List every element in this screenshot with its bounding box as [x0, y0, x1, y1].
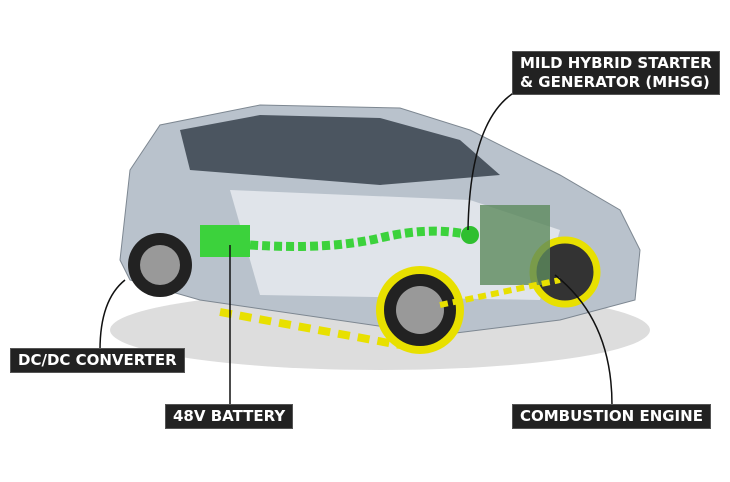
battery-block: [200, 225, 250, 257]
energy-flow-arrows: [249, 226, 471, 251]
dcdc-converter-label: DC/DC CONVERTER: [10, 348, 185, 373]
car-windows: [180, 115, 500, 185]
mhsg-unit: [461, 226, 479, 244]
mhsg-label: MILD HYBRID STARTER & GENERATOR (MHSG): [512, 51, 720, 95]
engine: [480, 205, 550, 285]
transparent-body: [230, 190, 560, 300]
callout-lines: [99, 91, 613, 406]
combustion-engine-label: COMBUSTION ENGINE: [512, 404, 711, 429]
mechanical-flow-arrows: [219, 308, 401, 349]
battery-label: 48V BATTERY: [165, 404, 294, 429]
mhsg-label-line1: MILD HYBRID STARTER: [520, 54, 712, 72]
mhsg-label-line2: & GENERATOR (MHSG): [520, 73, 710, 91]
